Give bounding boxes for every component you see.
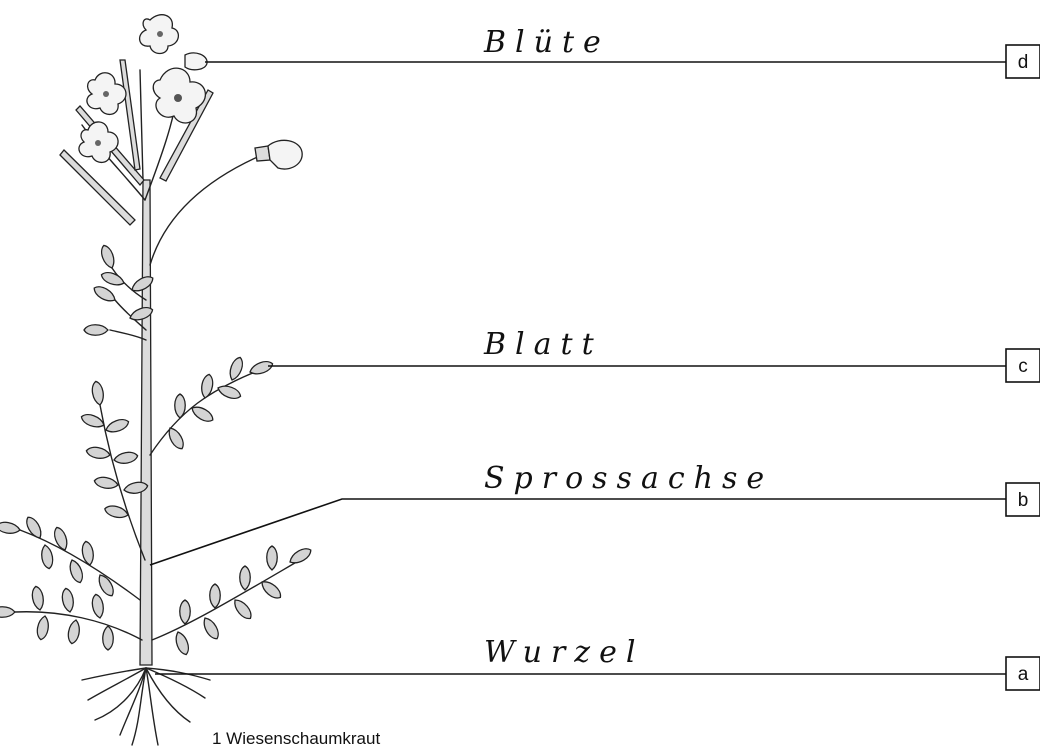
figure-caption: 1 Wiesenschaumkraut — [212, 729, 380, 748]
box-letter-d: d — [1018, 52, 1029, 73]
stem-top — [140, 70, 143, 180]
flower-top — [140, 15, 179, 54]
label-wurzel: Wurzel — [484, 635, 644, 670]
label-sprossachse: Sprossachse — [484, 461, 773, 496]
leaf-bottom-left — [0, 585, 142, 650]
leaf-lower-left — [0, 515, 140, 600]
flower-bud-top — [185, 53, 207, 70]
label-blatt: Blatt — [483, 327, 603, 362]
flower-left — [87, 73, 126, 115]
box-letter-c: c — [1018, 356, 1028, 377]
seed-pod — [120, 60, 140, 170]
roots — [82, 668, 210, 745]
leader-line-sprossachse — [150, 499, 1006, 565]
leaf-pinnate-right — [150, 356, 274, 455]
flower-right — [255, 140, 302, 169]
label-bluete: Blüte — [483, 25, 610, 60]
box-letter-b: b — [1018, 490, 1029, 511]
leaf-pinnate-left — [80, 380, 149, 560]
answer-box-b: b — [1006, 483, 1040, 516]
leaf-bottom-right — [152, 545, 313, 656]
answer-box-c: c — [1006, 349, 1040, 382]
main-stem — [140, 180, 152, 665]
answer-box-a: a — [1006, 657, 1040, 690]
box-letter-a: a — [1018, 664, 1029, 685]
answer-box-d: d — [1006, 45, 1040, 78]
plant-illustration — [0, 15, 313, 745]
